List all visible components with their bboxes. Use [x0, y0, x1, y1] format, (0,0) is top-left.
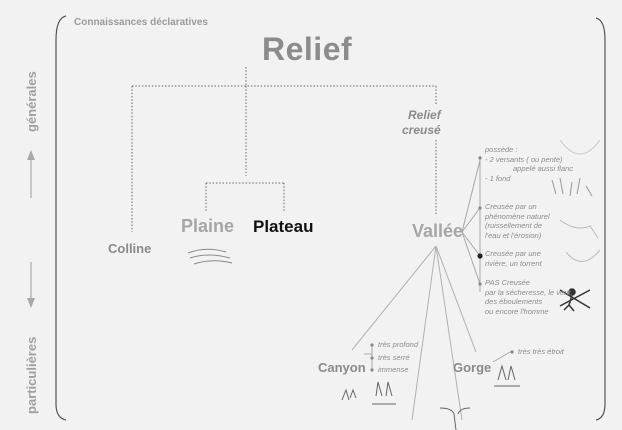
canyon-note-1: très profond [378, 340, 419, 349]
valley-sketch-3 [565, 249, 601, 262]
frame-right-bracket [595, 17, 606, 421]
note-possede-line2: - 2 versants ( ou pente) [485, 154, 563, 164]
node-plaine: Plaine [181, 216, 235, 236]
axis-particular-label: particulières [24, 336, 39, 414]
note-possede-line3: appelé aussi flanc [513, 164, 574, 173]
note-pas-creusee: PAS Creusée par la sécheresse, le vent, … [485, 278, 573, 316]
axis-particular: particulières [14, 290, 48, 418]
note-pas-line2: par la sécheresse, le vent, [485, 287, 573, 297]
note-possede-line1: possède : [485, 145, 518, 154]
canyon-note-2: très serré [378, 352, 410, 362]
valley-sketch-1 [559, 139, 601, 155]
node-gorge: Gorge [453, 360, 492, 375]
note-riviere-line2: rivière, un torrent [485, 258, 542, 268]
gorge-note-1: très très étroit [518, 347, 564, 356]
canyon-hands-sketch [341, 381, 396, 405]
axis-general: générales [14, 28, 48, 160]
diagram-title: Relief [262, 31, 353, 67]
no-person-icon [559, 288, 591, 312]
note-pas-line3: des éboulements [485, 297, 543, 306]
note-phenomene-line4: l'eau et l'érosion) [485, 230, 542, 240]
node-colline: Colline [108, 241, 152, 256]
gorge-hands-sketch [494, 364, 520, 387]
note-phenomene-line3: (ruissellement de [485, 221, 543, 230]
frame-left-bracket [55, 15, 67, 421]
note-creusee-phenomene: Creusée par un phénomène naturel (ruisse… [485, 202, 565, 240]
note-gorge: très très étroit [518, 347, 598, 357]
axis-general-label: générales [24, 71, 39, 132]
note-possede: possède : - 2 versants ( ou pente) appel… [485, 145, 575, 183]
note-pas-line1: PAS Creusée [485, 278, 530, 287]
hands-sketch-1 [551, 177, 593, 197]
node-relief-creuse-line2: creusé [402, 123, 441, 137]
note-riviere-line1: Creusée par une [485, 249, 541, 258]
header-label: Connaissances déclaratives [74, 17, 208, 28]
plaine-sketch [187, 248, 233, 265]
node-canyon: Canyon [318, 360, 366, 375]
node-relief-creuse-line1: Relief [408, 108, 441, 122]
note-canyon: très profond très serré immense [378, 340, 448, 375]
node-vallee: Vallée [412, 221, 464, 241]
canyon-note-3: immense [378, 365, 409, 374]
node-relief-creuse: Relief creusé [402, 108, 441, 138]
note-possede-line4: - 1 fond [485, 173, 511, 183]
valley-sketch-2 [559, 219, 599, 239]
note-phenomene-line2: phénomène naturel [485, 211, 550, 221]
note-pas-line4: ou encore l'homme [485, 306, 549, 316]
node-plateau: Plateau [253, 217, 314, 236]
canyon-shape-sketch [439, 407, 471, 430]
note-creusee-riviere: Creusée par une rivière, un torrent [485, 249, 565, 268]
note-phenomene-line1: Creusée par un [485, 202, 537, 211]
